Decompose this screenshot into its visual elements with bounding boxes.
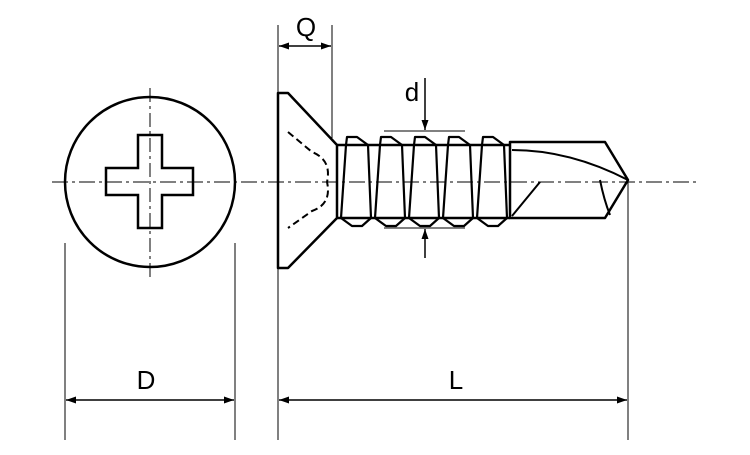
q-dimension [277, 25, 333, 138]
head-recess-hidden-line [287, 131, 329, 229]
thread-crests [339, 135, 509, 228]
D-label: D [137, 365, 156, 395]
drill-flute-lines [511, 149, 629, 217]
thread-diameter-guides [384, 130, 465, 229]
L-label: L [449, 365, 463, 395]
q-label: Q [296, 12, 316, 42]
d-label: d [405, 77, 419, 107]
head-diameter-dimension [64, 243, 236, 440]
head-top-view [63, 88, 237, 278]
screw-side-view [276, 91, 630, 270]
length-dimension [277, 182, 629, 440]
phillips-recess-icon [104, 133, 195, 230]
drill-point [508, 140, 630, 220]
